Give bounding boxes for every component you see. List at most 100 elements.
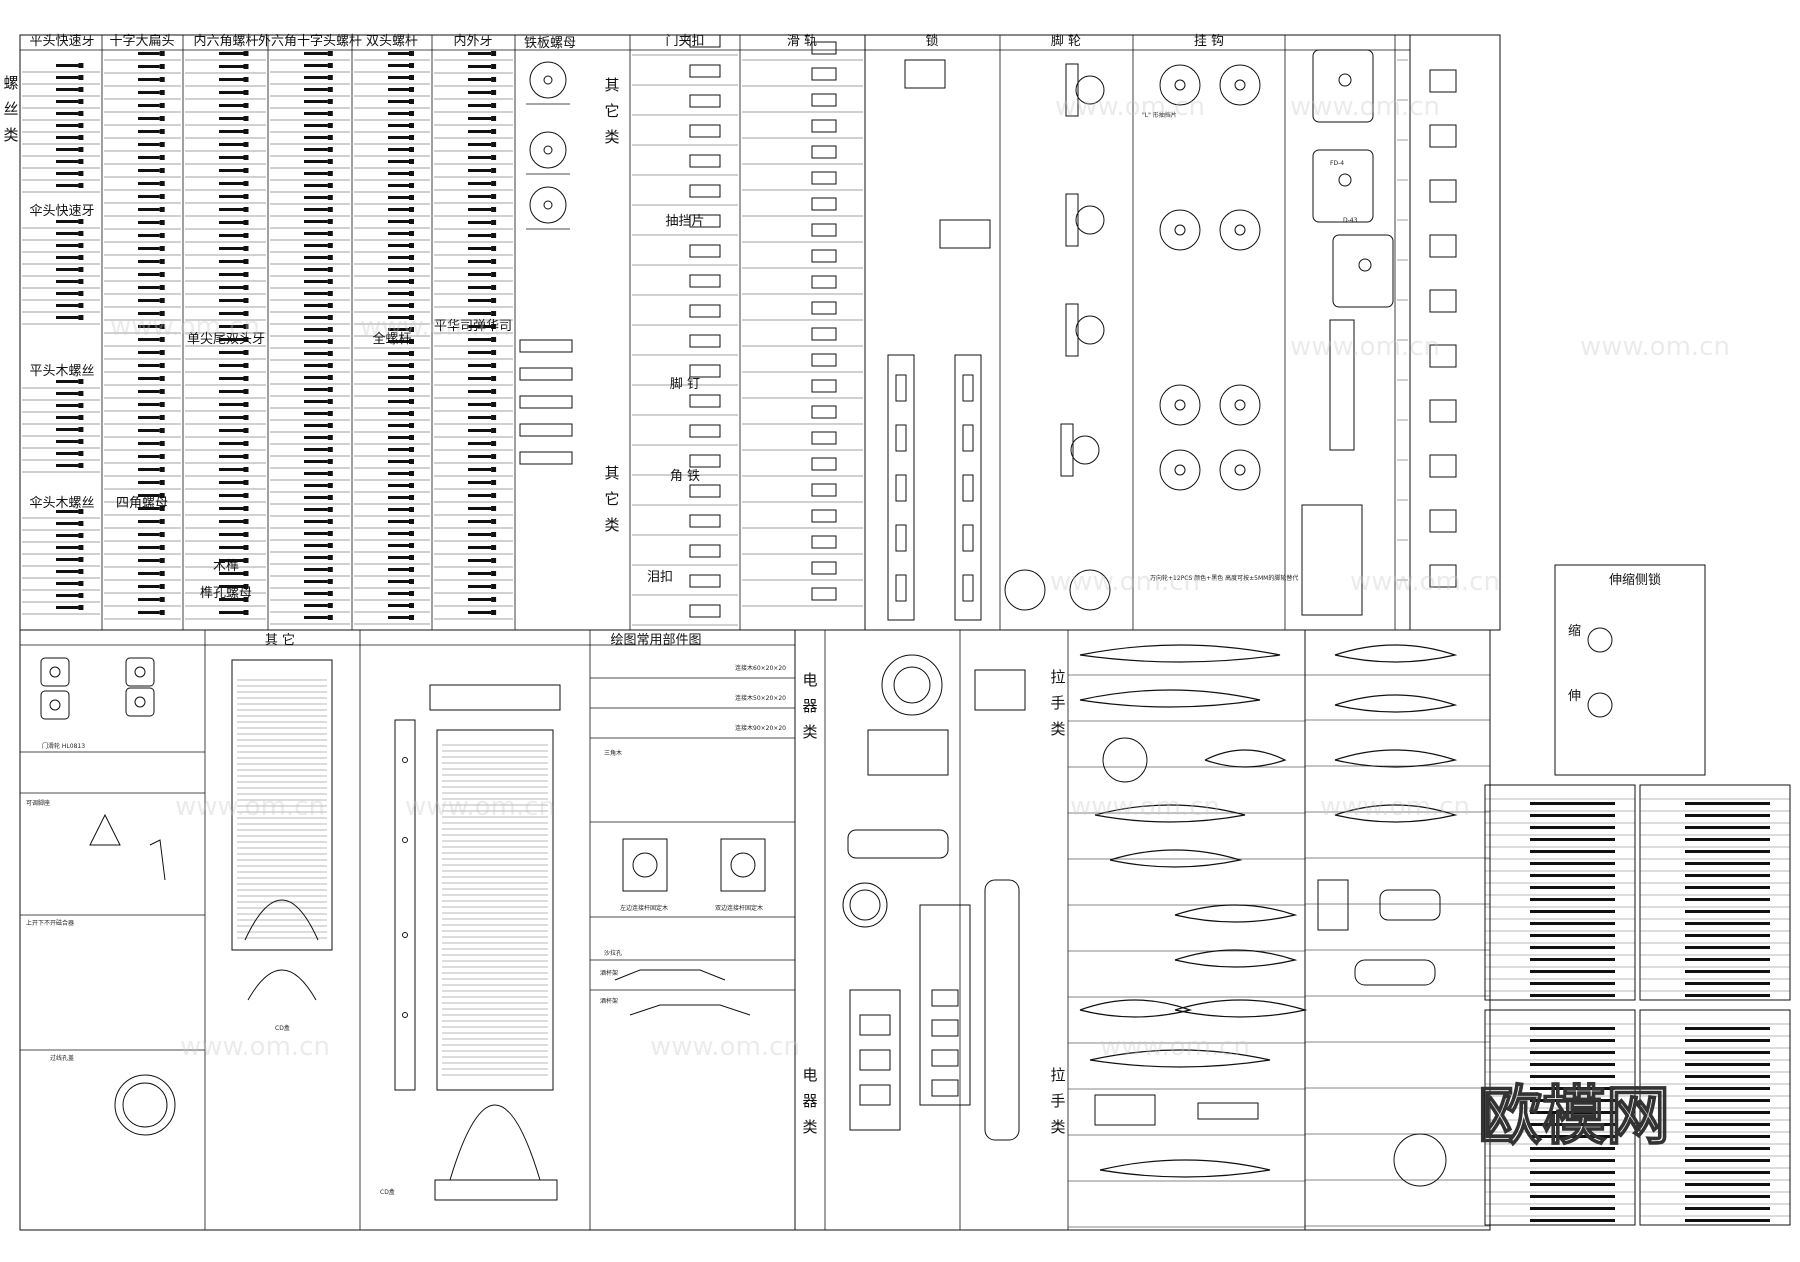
category-electrical: 电 [802,671,817,689]
bolt-row-head [327,267,333,272]
cd-rack-arch [244,899,319,941]
bolt-row-head [327,447,333,452]
hardware-table [1639,784,1791,1001]
screw-row-head [78,581,84,586]
bolt-row [219,416,244,419]
wine-glass-rack [629,1004,751,1016]
bolt-row-head [159,467,165,472]
nut-row [468,351,492,354]
nut-row [468,455,492,458]
small-part [689,604,721,618]
column-header: 伸缩侧锁 [1609,572,1661,588]
nut-row-head [491,233,497,238]
stud-row [388,256,409,259]
stud-row-head [409,399,414,404]
rail-bracket [904,59,946,89]
table-screw [1530,898,1615,901]
bolt-row [138,455,160,458]
bolt-row-head [327,279,333,284]
bolt-row-head [327,375,333,380]
nut-row [468,546,492,549]
stud-row [388,484,409,487]
nut-row-head [491,207,497,212]
bolt-row [219,143,244,146]
screw-row-head [78,557,84,562]
sheet-content [40,34,1770,1222]
screw-row [56,534,79,537]
column-header: 榫孔螺母 [200,586,252,601]
screw-row [56,88,79,91]
bolt-row-head [243,64,249,69]
stud-row-head [409,459,414,464]
screw-row-head [78,509,84,514]
bolt-row [219,312,244,315]
stud-row [388,604,409,607]
stud-row [388,148,409,151]
watermark: www.om.cn [110,312,260,342]
bolt-row-head [243,610,249,615]
column-header: 全螺杆 [372,331,411,347]
lock-cylinder [1075,205,1105,235]
screw-row-head [78,605,84,610]
watermark: www.om.cn [1290,332,1440,362]
nut-row-head [491,363,497,368]
part-label: 三角木 [604,749,622,757]
part-label: 左边连接杆固定木 [620,904,668,912]
column-header: 绘图常用部件图 [610,633,701,648]
stud-row [388,460,409,463]
bolt-row [219,117,244,120]
bolt-row [219,52,244,55]
table-screw [1530,802,1615,805]
bolt-row [304,532,328,535]
clip-part [811,249,837,263]
bolt-row-head [159,597,165,602]
bolt-row [138,156,160,159]
stud-row-head [409,99,414,104]
nut-row-head [491,415,497,420]
bolt-row [304,364,328,367]
bolt-row [304,544,328,547]
column-header: 抽挡片 [665,214,704,229]
table-screw [1530,1063,1615,1066]
bolt-row [138,312,160,315]
bolt-row-head [243,506,249,511]
table-screw [1685,826,1770,829]
lock-body [1065,193,1079,247]
nut-row-head [491,311,497,316]
nut-row-head [491,129,497,134]
table-screw [1530,826,1615,829]
bolt-row [219,377,244,380]
bolt-row [138,533,160,536]
bolt-row-head [159,337,165,342]
stud-row-head [409,207,414,212]
junction-box [881,654,943,716]
table-screw [1685,1111,1770,1114]
grommet-ring [114,1074,176,1136]
stud-row [388,496,409,499]
clip-part [811,327,837,341]
nut-row [468,221,492,224]
bolt-row-head [159,259,165,264]
watermark: www.om.cn [180,1032,330,1062]
screw-row-head [78,99,84,104]
bolt-row [138,494,160,497]
screw-row [56,428,79,431]
table-screw [1685,862,1770,865]
side-lock-retract: 缩 [1568,623,1581,639]
cd-side-panel [394,719,416,1091]
cd-label: CD盒 [275,1024,290,1032]
side-lock-knob [1587,627,1613,653]
bolt-row-head [159,272,165,277]
stud-row-head [409,387,414,392]
hardware-table [1639,1009,1791,1226]
screw-row [56,292,79,295]
panel-socket [919,904,971,1106]
grommet-inner [122,1082,168,1128]
bolt-row-head [243,194,249,199]
nut-row-head [491,324,497,329]
nut-row-head [491,350,497,355]
table-screw [1530,1195,1615,1198]
table-screw [1530,994,1615,997]
t-nut [529,186,567,224]
table-screw [1530,1219,1615,1222]
